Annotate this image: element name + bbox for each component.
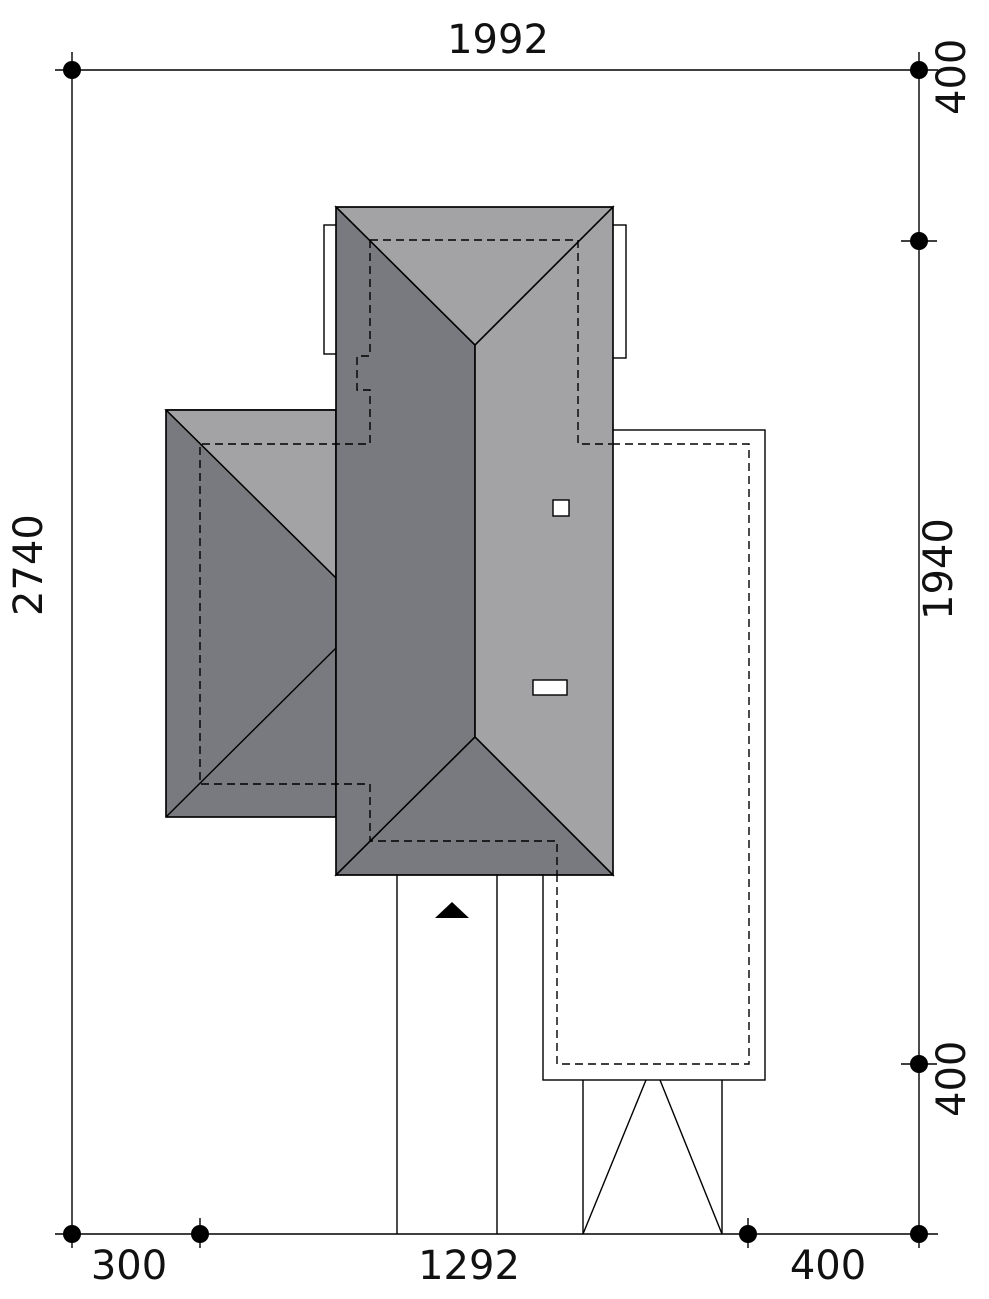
bottom-middle-label: 1292	[418, 1243, 520, 1289]
corner-dot-top-right	[910, 61, 928, 79]
entrance-path	[396, 875, 498, 1234]
bottom-left-label: 300	[91, 1243, 167, 1289]
marker-dot-bottom-2	[739, 1225, 757, 1243]
hip-line-nw	[335, 206, 476, 346]
hip-line-ne	[474, 206, 614, 346]
bottom-right-label: 400	[790, 1243, 866, 1289]
left-wing-roof	[164, 409, 337, 818]
driveway-diagonal-left	[582, 1079, 647, 1235]
marker-dot-right-1	[910, 232, 928, 250]
right-middle-label: 1940	[916, 518, 962, 620]
corner-dot-bottom-right	[910, 1225, 928, 1243]
entrance-triangle-icon	[435, 902, 469, 918]
garage-dashed-wall	[556, 443, 750, 1065]
main-dashed-wall-north	[370, 239, 612, 445]
driveway-diagonal-right	[659, 1079, 723, 1235]
hip-line-se	[474, 736, 614, 876]
hip-line-sw	[335, 736, 476, 876]
roof-vent-small	[552, 499, 570, 517]
left-wing-hip-lower	[165, 647, 337, 818]
main-roof	[323, 205, 627, 877]
left-wing-hip-upper	[165, 409, 337, 579]
side-chimney-right	[611, 224, 627, 359]
corner-dot-top-left	[63, 61, 81, 79]
driveway	[582, 1079, 723, 1235]
right-bottom-label: 400	[929, 1041, 975, 1117]
right-top-label: 400	[929, 39, 975, 115]
left-height-label: 2740	[6, 514, 52, 616]
dimension-markers	[63, 61, 928, 1243]
top-width-label: 1992	[447, 17, 549, 63]
main-roof-edge	[335, 206, 614, 876]
marker-dot-bottom-1	[191, 1225, 209, 1243]
marker-dot-right-2	[910, 1055, 928, 1073]
corner-dot-bottom-left	[63, 1225, 81, 1243]
side-chimney-left	[323, 224, 338, 355]
main-dashed-wall-west	[199, 240, 558, 875]
roof-window	[532, 679, 568, 696]
